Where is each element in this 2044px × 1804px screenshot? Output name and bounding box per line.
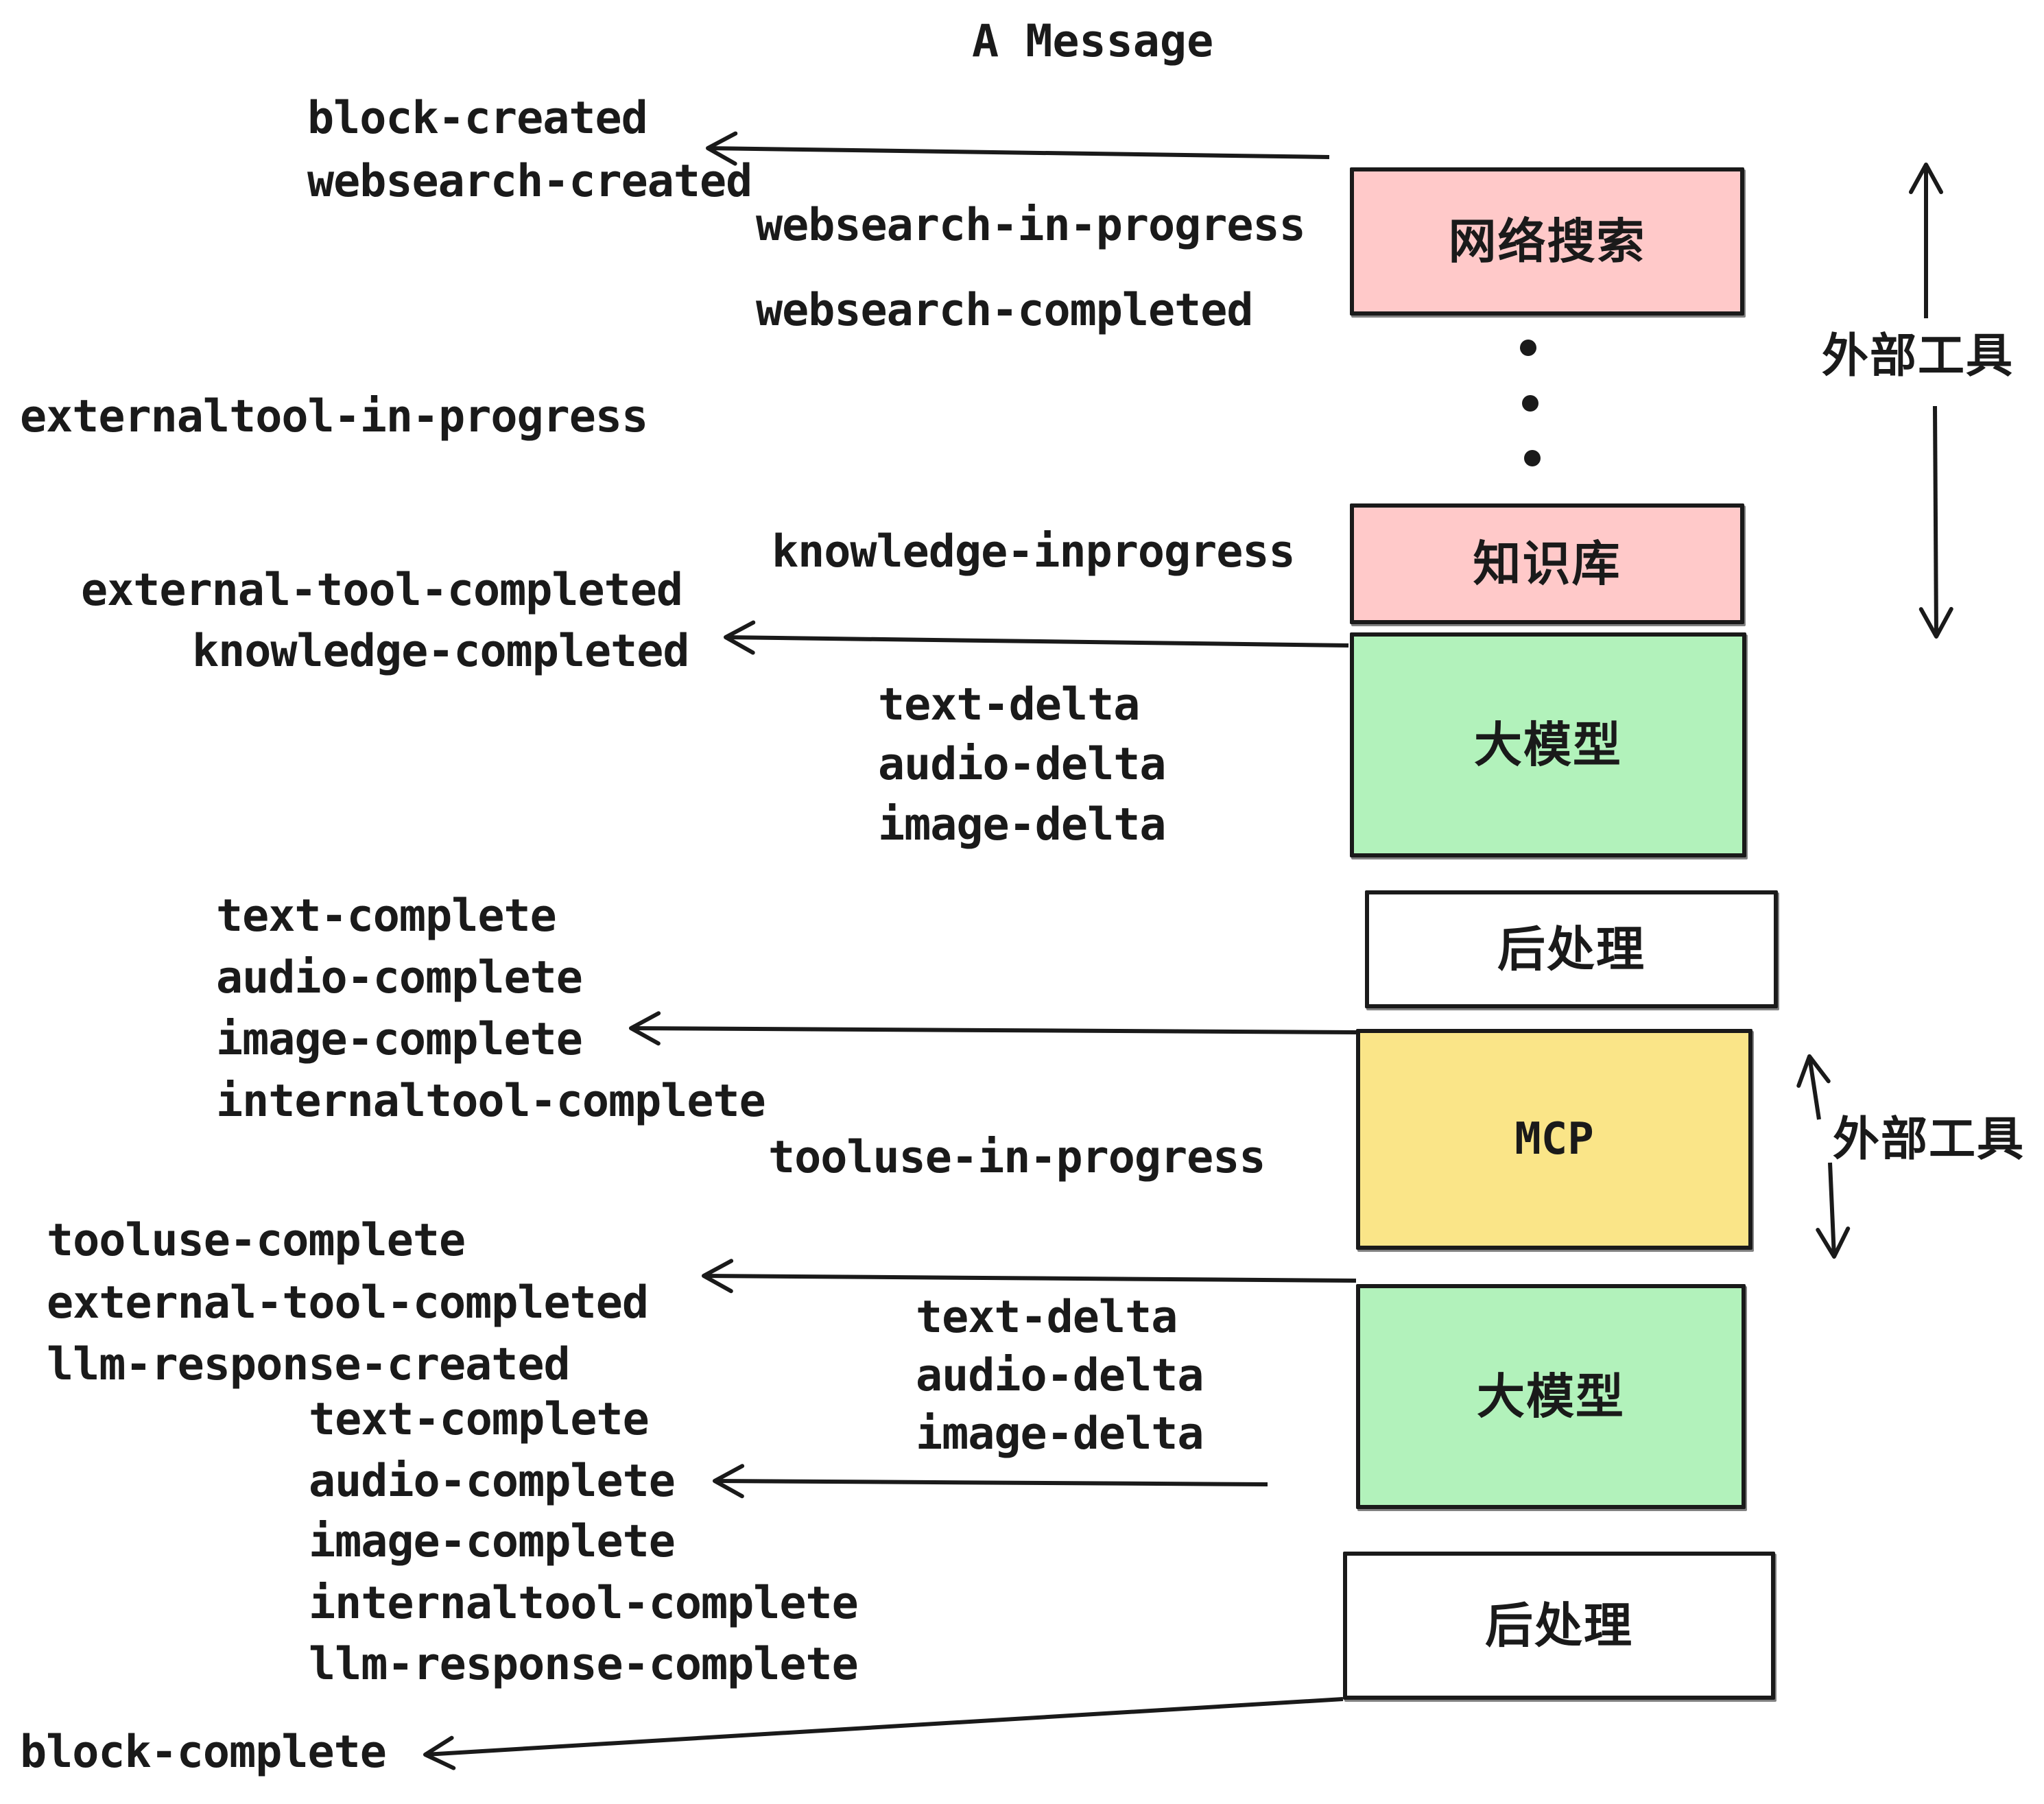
box-llm-2-label: 大模型 bbox=[1477, 1368, 1625, 1425]
event-label-image-delta-2: image-delta bbox=[916, 1408, 1204, 1460]
box-websearch-label: 网络搜索 bbox=[1448, 213, 1646, 270]
box-postprocess-1-label: 后处理 bbox=[1497, 921, 1645, 977]
ellipsis-dot bbox=[1524, 450, 1541, 466]
box-llm-1-label: 大模型 bbox=[1474, 717, 1622, 773]
event-label-internaltool-complete-2: internaltool-complete bbox=[309, 1578, 859, 1629]
external-tools-label-2: 外部工具 bbox=[1833, 1113, 2025, 1167]
external-tools-down-arrow-2 bbox=[1816, 1162, 1851, 1259]
box-websearch: 网络搜索 bbox=[1350, 167, 1744, 316]
event-label-external-tool-completed-2: external-tool-completed bbox=[47, 1277, 649, 1329]
event-label-text-delta-1: text-delta bbox=[878, 679, 1140, 731]
event-label-block-created: block-created bbox=[307, 93, 648, 144]
external-tools-up-arrow-2 bbox=[1796, 1054, 1831, 1120]
box-mcp: MCP bbox=[1356, 1029, 1752, 1250]
event-label-tooluse-complete: tooluse-complete bbox=[47, 1215, 466, 1266]
event-label-llm-response-complete: llm-response-complete bbox=[309, 1639, 859, 1690]
arrow-audio-complete bbox=[713, 1464, 1268, 1499]
arrow-websearch-created bbox=[706, 131, 1330, 166]
event-label-text-complete-1: text-complete bbox=[216, 890, 557, 942]
arrow-image-complete bbox=[629, 1011, 1357, 1046]
event-label-websearch-completed: websearch-completed bbox=[756, 285, 1254, 336]
event-label-audio-complete-2: audio-complete bbox=[309, 1456, 676, 1507]
box-postprocess-1: 后处理 bbox=[1365, 890, 1778, 1008]
event-label-internaltool-complete-1: internaltool-complete bbox=[216, 1076, 766, 1127]
event-label-externaltool-in-progress: externaltool-in-progress bbox=[20, 391, 648, 442]
box-postprocess-2: 后处理 bbox=[1343, 1552, 1775, 1700]
box-knowledge: 知识库 bbox=[1350, 503, 1744, 624]
event-label-websearch-in-progress: websearch-in-progress bbox=[756, 200, 1306, 251]
arrow-block-complete bbox=[423, 1697, 1344, 1770]
event-label-audio-delta-2: audio-delta bbox=[916, 1350, 1204, 1401]
box-mcp-label: MCP bbox=[1514, 1114, 1594, 1165]
ellipsis-dot bbox=[1522, 395, 1538, 412]
arrow-knowledge-completed bbox=[724, 620, 1349, 655]
box-llm-2: 大模型 bbox=[1356, 1284, 1746, 1509]
box-knowledge-label: 知识库 bbox=[1473, 536, 1621, 592]
event-label-websearch-created: websearch-created bbox=[307, 156, 752, 207]
event-label-text-complete-2: text-complete bbox=[309, 1394, 650, 1445]
event-label-text-delta-2: text-delta bbox=[916, 1292, 1178, 1343]
event-label-block-complete: block-complete bbox=[20, 1726, 387, 1778]
box-llm-1: 大模型 bbox=[1350, 632, 1746, 857]
event-label-image-complete-2: image-complete bbox=[309, 1516, 676, 1567]
event-label-knowledge-inprogress: knowledge-inprogress bbox=[772, 526, 1296, 578]
diagram-title: A Message bbox=[972, 16, 1214, 67]
ellipsis-dot bbox=[1520, 340, 1536, 356]
event-label-image-delta-1: image-delta bbox=[878, 799, 1166, 851]
event-label-tooluse-in-progress: tooluse-in-progress bbox=[768, 1132, 1266, 1183]
external-tools-label-1: 外部工具 bbox=[1822, 329, 2015, 383]
box-postprocess-2-label: 后处理 bbox=[1485, 1598, 1633, 1654]
event-label-audio-delta-1: audio-delta bbox=[878, 739, 1166, 790]
event-label-external-tool-completed: external-tool-completed bbox=[81, 565, 683, 616]
event-label-audio-complete-1: audio-complete bbox=[216, 952, 583, 1004]
event-label-llm-response-created: llm-response-created bbox=[47, 1339, 571, 1390]
external-tools-down-arrow-1 bbox=[1918, 405, 1953, 639]
event-label-image-complete-1: image-complete bbox=[216, 1014, 583, 1065]
arrow-tooluse-complete bbox=[702, 1259, 1357, 1294]
event-label-knowledge-completed: knowledge-completed bbox=[192, 626, 690, 677]
